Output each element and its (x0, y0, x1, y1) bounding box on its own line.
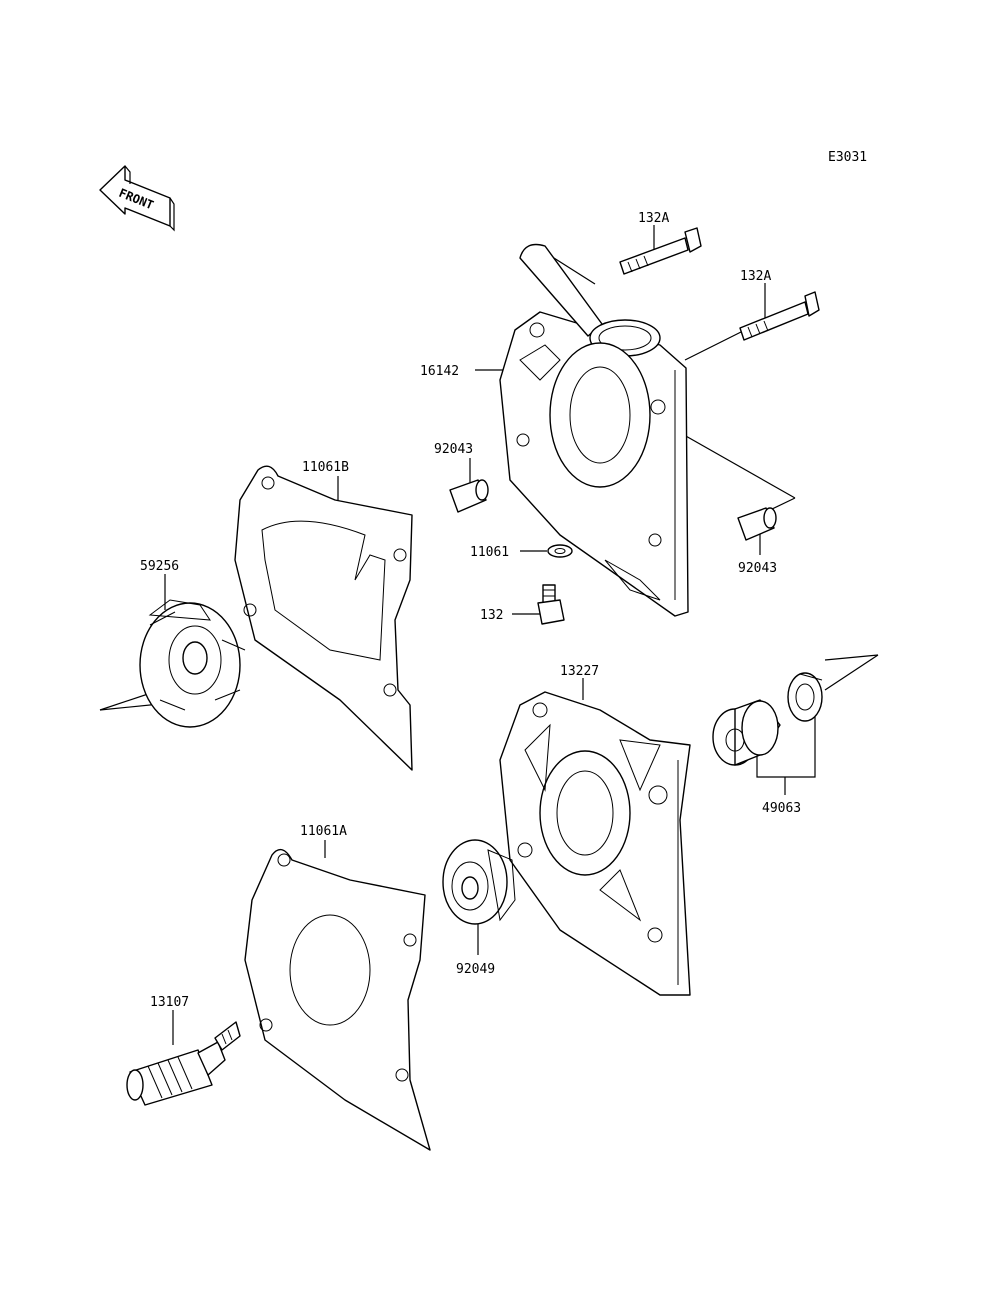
front-arrow-icon: FRONT (99, 165, 175, 232)
label-11061b: 11061B (302, 460, 349, 475)
label-49063: 49063 (762, 801, 801, 816)
gasket-11061b (234, 465, 413, 771)
gasket-11061a (244, 848, 431, 1151)
label-92043-right: 92043 (738, 561, 777, 576)
label-11061: 11061 (470, 545, 509, 560)
impeller-59256 (139, 599, 246, 728)
label-92049: 92049 (456, 962, 495, 977)
label-132a-right: 132A (740, 269, 771, 284)
diagram-code: E3031 (828, 150, 867, 165)
washer-11061 (547, 544, 573, 558)
pump-housing-16142 (499, 243, 689, 617)
dowel-92043-right (737, 507, 777, 541)
bolt-132a-top (619, 227, 702, 275)
seal-49063-small (787, 672, 823, 722)
label-132a-top: 132A (638, 211, 669, 226)
dowel-92043-left (449, 479, 489, 513)
bolt-132a-right (739, 291, 820, 341)
label-92043-left: 92043 (434, 442, 473, 457)
label-11061a: 11061A (300, 824, 347, 839)
label-132: 132 (480, 608, 503, 623)
bearing-92049 (442, 839, 516, 925)
label-59256: 59256 (140, 559, 179, 574)
pump-cover-13227 (499, 691, 691, 996)
label-16142: 16142 (420, 364, 459, 379)
seal-49063-large (712, 699, 781, 766)
label-13227: 13227 (560, 664, 599, 679)
label-13107: 13107 (150, 995, 189, 1010)
bolt-132 (537, 584, 565, 625)
shaft-13107 (126, 1021, 241, 1106)
part-labels: 132A 132A 16142 92043 11061B 11061 92043… (140, 211, 801, 1010)
